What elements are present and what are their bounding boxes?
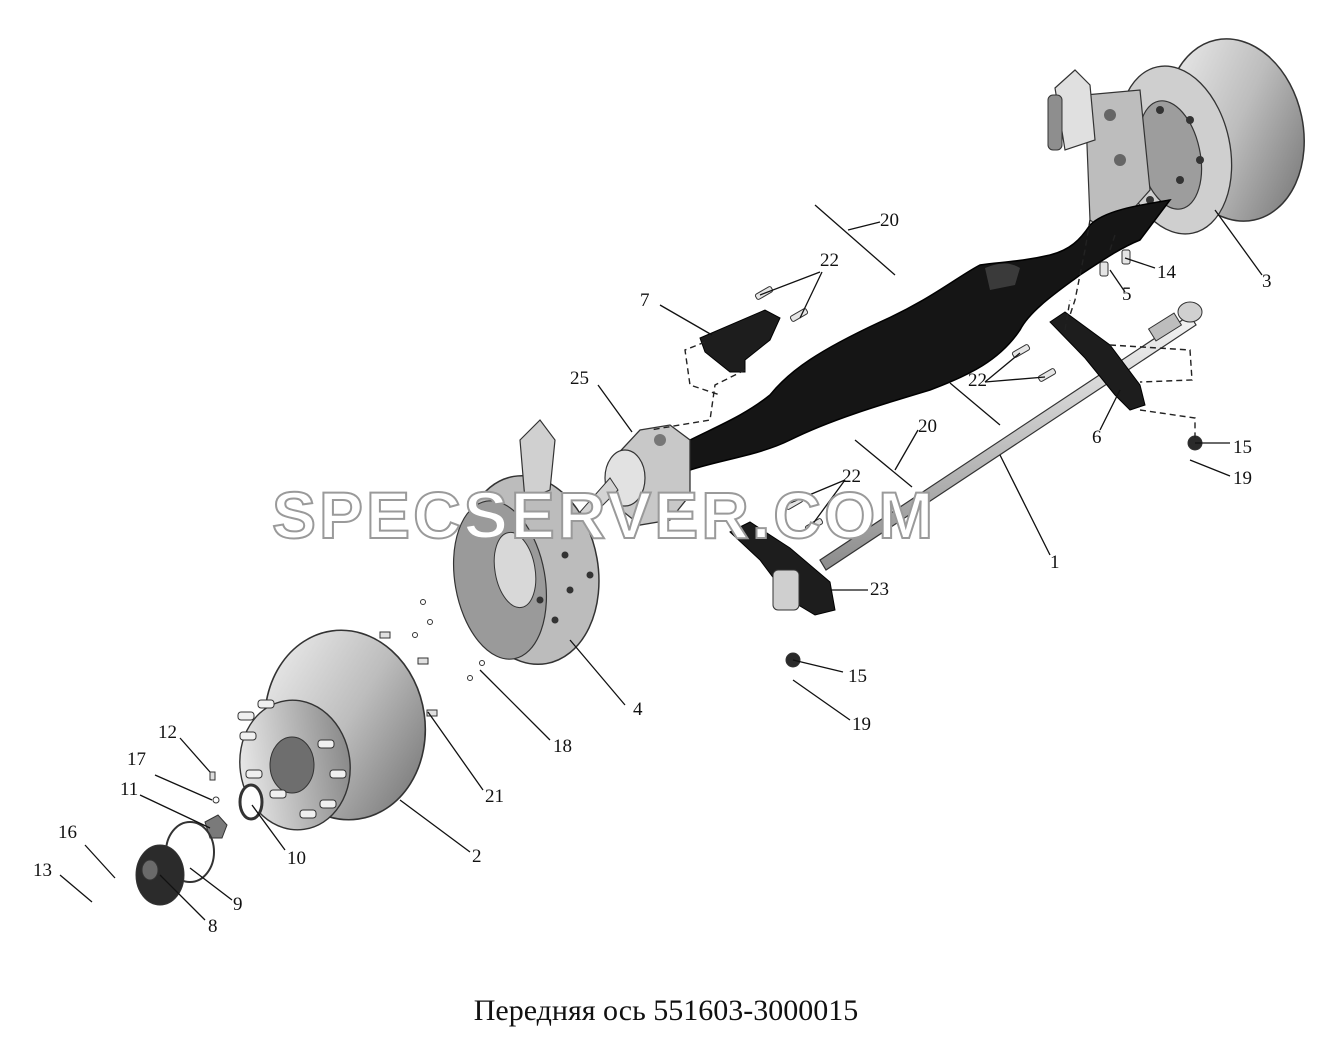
callout-21: 21: [485, 786, 504, 807]
callout-9: 9: [233, 894, 243, 915]
callout-3: 3: [1262, 271, 1272, 292]
leader-lines: [59, 204, 1263, 921]
callout-20-top: 20: [880, 210, 899, 231]
steering-arm-7: [699, 309, 781, 373]
callout-13: 13: [33, 860, 52, 881]
left-steering-knuckle: [579, 424, 691, 526]
callout-17: 17: [127, 749, 146, 770]
right-wheel-hub-assembly: [1047, 38, 1305, 236]
axle-beam: [689, 198, 1172, 472]
brake-drum: [237, 629, 427, 831]
callout-6: 6: [1092, 427, 1102, 448]
assembly-dashed-lines: [649, 219, 1196, 438]
callout-11: 11: [120, 779, 138, 800]
callout-12: 12: [158, 722, 177, 743]
callout-15-left: 15: [848, 666, 867, 687]
callout-16: 16: [58, 822, 77, 843]
callout-18: 18: [553, 736, 572, 757]
callout-19-left: 19: [852, 714, 871, 735]
callout-5: 5: [1122, 284, 1132, 305]
callout-25: 25: [570, 368, 589, 389]
callout-4: 4: [633, 699, 643, 720]
steering-arm-23: [729, 521, 836, 616]
callout-22-top: 22: [820, 250, 839, 271]
callout-20-lower: 20: [918, 416, 937, 437]
callout-14: 14: [1157, 262, 1177, 283]
callout-1: 1: [1050, 552, 1060, 573]
steering-arm-6: [1049, 311, 1146, 411]
callout-22-mid: 22: [968, 370, 987, 391]
callout-22-low: 22: [842, 466, 861, 487]
callout-15-right: 15: [1233, 437, 1252, 458]
callout-8: 8: [208, 916, 218, 937]
watermark-text: SPECSERVER.COM: [272, 478, 936, 552]
callout-7: 7: [640, 290, 650, 311]
callout-10: 10: [287, 848, 306, 869]
diagram-title: Передняя ось 551603-3000015: [474, 994, 859, 1027]
callout-2: 2: [472, 846, 482, 867]
callout-23: 23: [870, 579, 889, 600]
brake-backing-plate: [452, 419, 600, 666]
callout-19-right: 19: [1233, 468, 1252, 489]
callout-labels: 1 2 3 4 5 6 7 8 9 10 11 12 13 14 15 15 1…: [33, 210, 1272, 937]
